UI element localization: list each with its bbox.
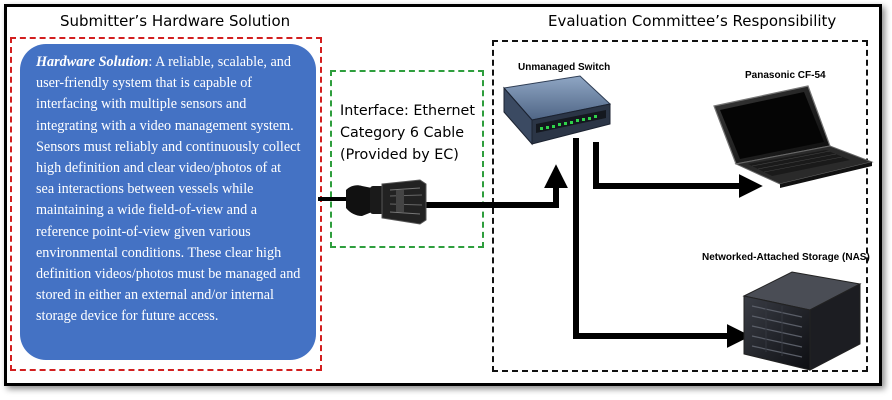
nas-label: Networked-Attached Storage (NAS) — [702, 252, 870, 263]
network-switch-icon — [503, 75, 612, 146]
interface-section-border — [330, 70, 484, 248]
interface-line-2: Category 6 Cable — [340, 125, 465, 141]
left-section-title: Submitter’s Hardware Solution — [60, 12, 291, 30]
right-section-title: Evaluation Committee’s Responsibility — [548, 12, 837, 30]
ethernet-connector-icon — [346, 179, 427, 225]
submitter-section-border — [10, 37, 322, 371]
solution-text: : A reliable, scalable, and user-friendl… — [36, 54, 301, 325]
laptop-icon — [713, 85, 874, 188]
interface-line-1: Interface: Ethernet — [340, 103, 475, 119]
connection-arrow-laptop — [593, 142, 763, 198]
connection-arrow-switch — [420, 164, 568, 208]
interface-line-3: (Provided by EC) — [340, 147, 459, 163]
switch-label: Unmanaged Switch — [518, 62, 611, 73]
nas-server-icon — [742, 271, 862, 371]
interface-description: Interface: Ethernet Category 6 Cable (Pr… — [340, 100, 480, 166]
solution-heading: Hardware Solution — [36, 54, 149, 70]
connection-arrow-nas — [573, 138, 751, 348]
laptop-label: Panasonic CF-54 — [745, 70, 826, 81]
hardware-solution-box: Hardware Solution: A reliable, scalable,… — [20, 44, 316, 360]
